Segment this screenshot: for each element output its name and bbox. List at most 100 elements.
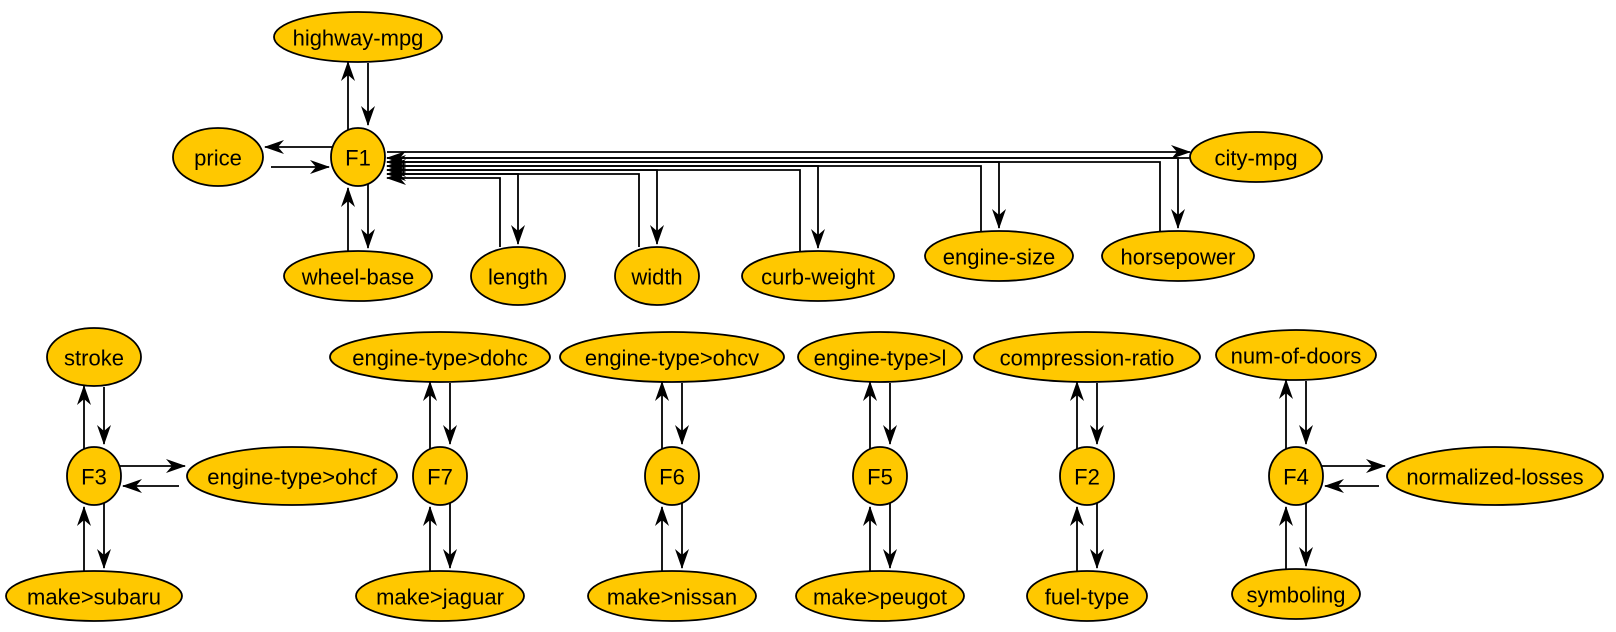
factor-label: F2 [1074,465,1100,490]
variable-ellipse [1386,446,1604,506]
factor-label: F7 [427,465,453,490]
variable-label: make>nissan [607,585,737,610]
variable-node-make-jaguar: make>jaguar [355,570,525,622]
variable-node-price: price [172,127,264,187]
width-edge-out [387,169,664,245]
factor-ellipse [1268,446,1324,506]
variable-ellipse [5,570,183,622]
variable-node-city-mpg: city-mpg [1189,131,1323,183]
variable-label: length [488,265,548,290]
variable-label: symboling [1246,583,1345,608]
variable-ellipse [587,570,757,622]
factor-node-f1: F1 [330,127,386,187]
factor-ellipse [644,446,700,506]
variable-label: normalized-losses [1406,465,1583,490]
variable-label: engine-type>dohc [352,346,528,371]
length-edge-out [387,173,525,245]
factor-node-f3: F3 [66,446,122,506]
factor-node-f2: F2 [1059,446,1115,506]
factor-label: F6 [659,465,685,490]
factor-ellipse [1059,446,1115,506]
variable-ellipse [1101,230,1255,282]
factor-label: F5 [867,465,893,490]
variable-node-stroke: stroke [46,327,142,387]
variable-label: horsepower [1121,245,1236,270]
variable-node-length: length [470,246,566,306]
variable-label: engine-size [943,245,1056,270]
variable-ellipse [924,230,1074,282]
factor-label: F3 [81,465,107,490]
variable-label: engine-type>ohcf [207,465,377,490]
variable-ellipse [559,331,785,383]
variable-node-normalized-losses: normalized-losses [1386,446,1604,506]
variable-ellipse [329,331,551,383]
variable-node-engine-size: engine-size [924,230,1074,282]
variable-node-engine-type-ohcf: engine-type>ohcf [186,446,398,506]
variable-ellipse [355,570,525,622]
variable-node-width: width [614,246,700,306]
variable-node-curb-weight: curb-weight [741,250,895,302]
variable-ellipse [973,331,1201,383]
variable-ellipse [470,246,566,306]
variable-node-make-nissan: make>nissan [587,570,757,622]
factor-node-f4: F4 [1268,446,1324,506]
horsepower-edge-in [386,155,1161,231]
variable-node-num-of-doors: num-of-doors [1215,329,1377,381]
variable-ellipse [1215,329,1377,381]
variable-ellipse [1189,131,1323,183]
variable-label: engine-type>l [814,346,947,371]
variable-label: engine-type>ohcv [585,346,759,371]
variable-ellipse [614,246,700,306]
variable-node-engine-type-dohc: engine-type>dohc [329,331,551,383]
variable-node-make-subaru: make>subaru [5,570,183,622]
variable-ellipse [797,331,963,383]
variable-node-wheel-base: wheel-base [283,250,433,302]
variable-node-compression-ratio: compression-ratio [973,331,1201,383]
factor-ellipse [330,127,386,187]
variable-node-horsepower: horsepower [1101,230,1255,282]
horsepower-edge-out [387,157,1185,229]
variable-label: wheel-base [301,265,415,290]
edge-layer [77,61,1386,571]
variable-node-engine-type-l: engine-type>l [797,331,963,383]
variable-label: stroke [64,346,124,371]
variable-node-engine-type-ohcv: engine-type>ohcv [559,331,785,383]
engine-size-edge-out [387,161,1006,229]
variable-ellipse [741,250,895,302]
curb-weight-edge-in [386,163,801,251]
factor-ellipse [412,446,468,506]
variable-ellipse [1026,570,1148,622]
variable-ellipse [172,127,264,187]
variable-label: highway-mpg [293,26,424,51]
factor-node-f6: F6 [644,446,700,506]
variable-label: fuel-type [1045,585,1129,610]
length-edge-in [386,171,501,247]
variable-label: num-of-doors [1231,344,1362,369]
factor-label: F1 [345,146,371,171]
variable-node-make-peugot: make>peugot [795,570,965,622]
variable-label: width [630,265,682,290]
variable-ellipse [186,446,398,506]
factor-node-f7: F7 [412,446,468,506]
variable-label: make>jaguar [376,585,504,610]
factor-node-f5: F5 [852,446,908,506]
variable-label: compression-ratio [1000,346,1175,371]
variable-label: curb-weight [761,265,875,290]
variable-ellipse [273,11,443,63]
variable-ellipse [795,570,965,622]
factor-ellipse [852,446,908,506]
variable-ellipse [283,250,433,302]
variable-node-fuel-type: fuel-type [1026,570,1148,622]
factor-ellipse [66,446,122,506]
engine-size-edge-in [386,159,982,231]
variable-node-symboling: symboling [1231,568,1361,620]
variable-node-highway-mpg: highway-mpg [273,11,443,63]
variable-label: make>subaru [27,585,161,610]
variable-ellipse [46,327,142,387]
variable-label: make>peugot [813,585,947,610]
factor-label: F4 [1283,465,1309,490]
width-edge-in [386,167,640,247]
variable-label: price [194,146,242,171]
